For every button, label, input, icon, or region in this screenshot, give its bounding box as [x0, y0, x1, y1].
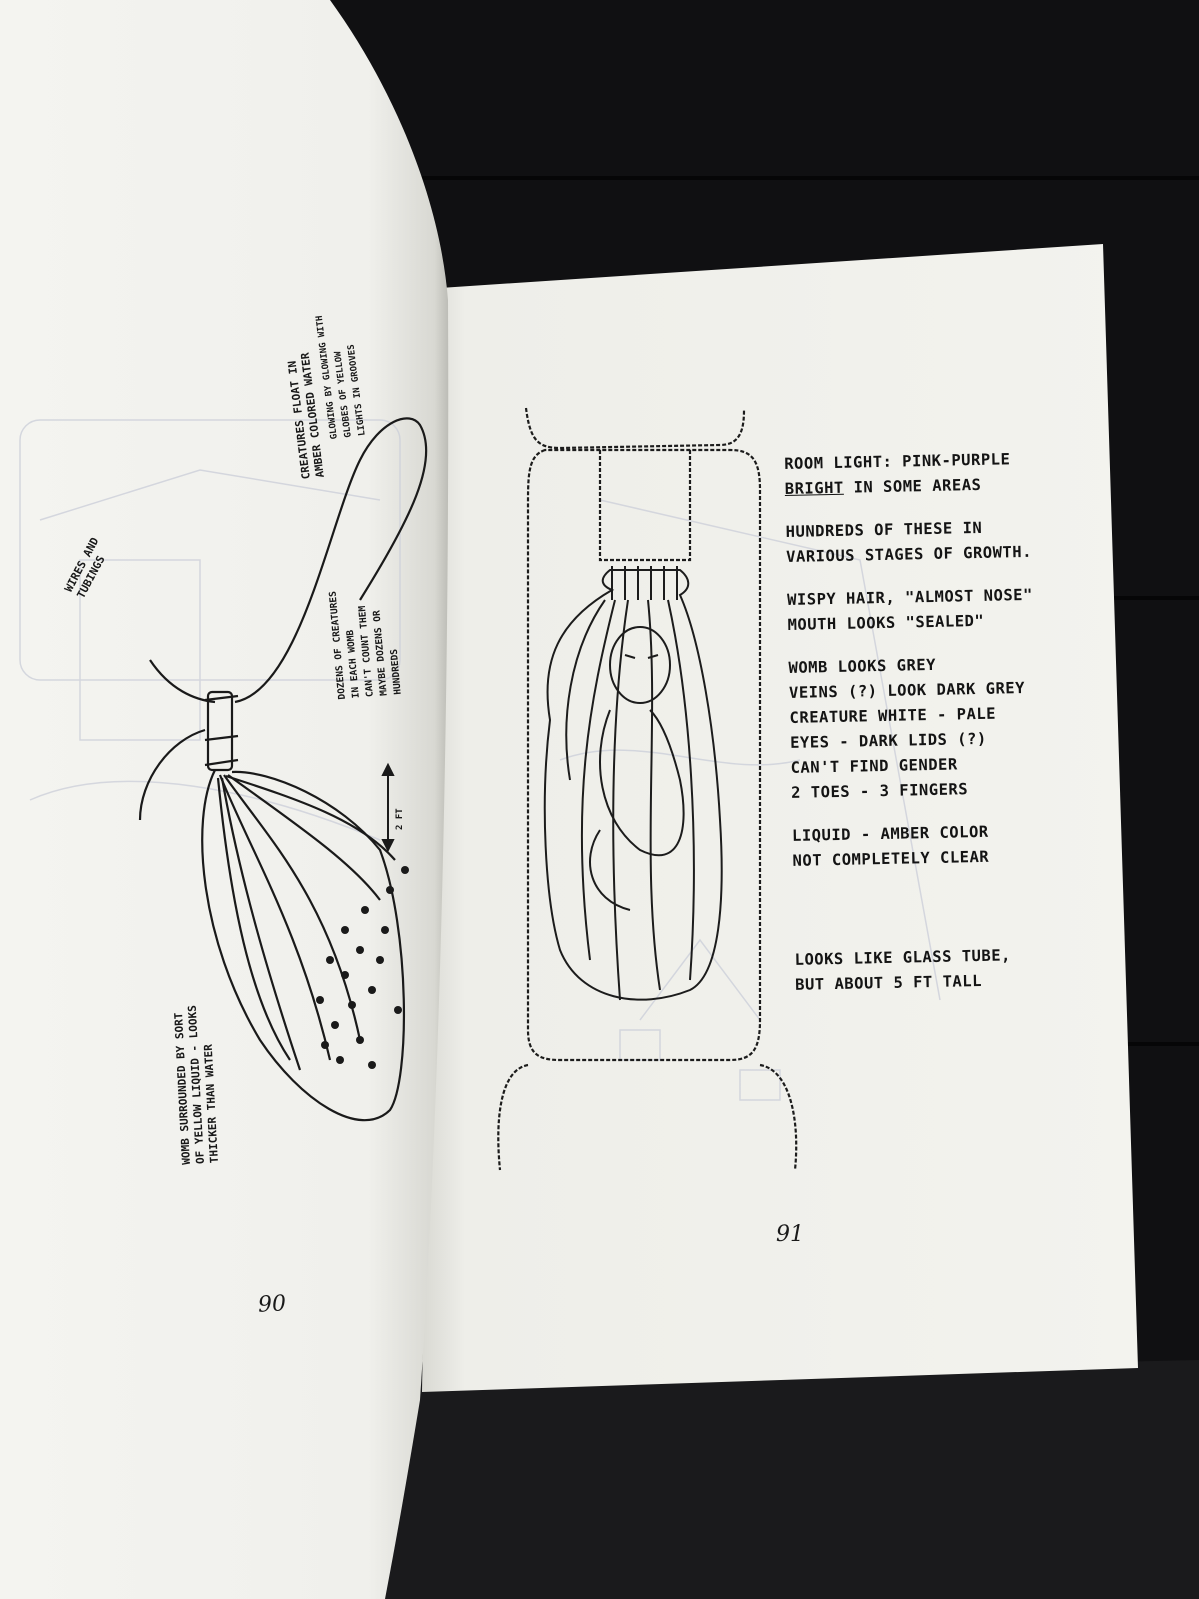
- note-womb: WOMB SURROUNDED BY SORT OF YELLOW LIQUID…: [172, 1004, 221, 1165]
- right-page-number: 91: [776, 1222, 804, 1247]
- glass-tube: [497, 407, 798, 1171]
- womb-bulb: [543, 566, 723, 1001]
- note-size: 2 FT: [395, 808, 405, 830]
- left-page: [0, 0, 449, 1599]
- womb-drawing: [138, 417, 428, 1122]
- show-through-left: [19, 419, 401, 841]
- book-back-cover: [300, 1360, 1199, 1599]
- show-through-right: [559, 499, 941, 1101]
- creature-cluster: [316, 866, 409, 1069]
- underlined-word: BRIGHT: [784, 478, 844, 498]
- left-page-number: 90: [257, 1291, 287, 1318]
- right-page-notes: ROOM LIGHT: PINK-PURPLE BRIGHT IN SOME A…: [784, 446, 1095, 998]
- size-arrow: [381, 762, 395, 853]
- note-dozens: DOZENS OF CREATURES IN EACH WOMB CAN'T C…: [327, 590, 404, 700]
- table-plank-gap: [0, 176, 1199, 180]
